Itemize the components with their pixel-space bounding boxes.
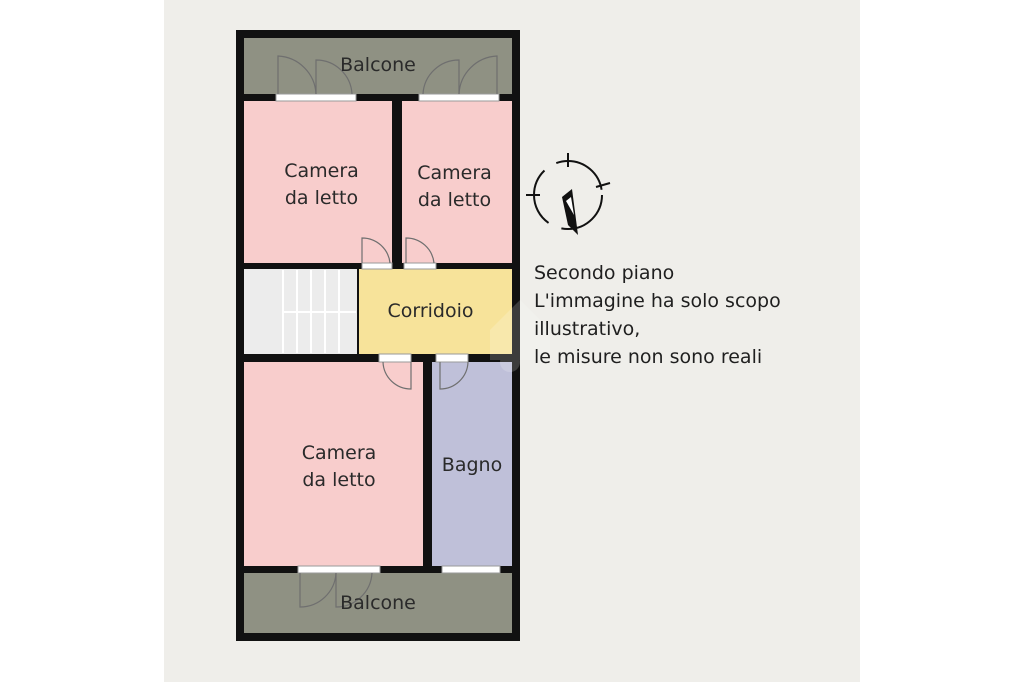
- stairs-steps: [282, 270, 356, 353]
- corridor-area: [359, 269, 512, 354]
- bedroom-top-left-area: [244, 101, 392, 263]
- note-line-2: L'immagine ha solo scopo: [534, 290, 781, 312]
- bedroom-top-left-line1: Camera: [284, 160, 359, 182]
- bedroom-top-right-line1: Camera: [417, 162, 492, 184]
- bedroom-bottom-line2: da letto: [302, 469, 376, 491]
- compass-icon: [526, 153, 611, 235]
- bedroom-bottom-label: Camera da letto: [244, 440, 434, 494]
- bedroom-top-left-label: Camera da letto: [244, 158, 399, 212]
- balcony-bottom-area: [244, 573, 512, 633]
- balcony-bottom-label: Balcone: [340, 592, 416, 614]
- bedroom-bottom-line1: Camera: [301, 442, 377, 464]
- watermark-logo: [490, 300, 550, 372]
- bedroom-top-right-area: [402, 101, 512, 263]
- balcony-top-label: Balcone: [340, 54, 416, 76]
- bedroom-top-left-line2: da letto: [284, 187, 359, 209]
- plan-note: Secondo piano L'immagine ha solo scopo i…: [534, 259, 781, 371]
- corridor-label: Corridoio: [387, 300, 474, 322]
- note-line-4: le misure non sono reali: [534, 346, 763, 368]
- balcony-top-area: [244, 38, 512, 94]
- bedroom-top-right-line2: da letto: [417, 189, 492, 211]
- bedroom-top-right-label: Camera da letto: [402, 160, 507, 214]
- door-swings: [277, 55, 498, 608]
- bedroom-bottom-area: [244, 362, 423, 566]
- note-line-1: Secondo piano: [534, 262, 675, 284]
- bathroom-area: [432, 362, 512, 566]
- bathroom-label: Bagno: [441, 454, 503, 476]
- note-line-3: illustrativo,: [534, 318, 641, 340]
